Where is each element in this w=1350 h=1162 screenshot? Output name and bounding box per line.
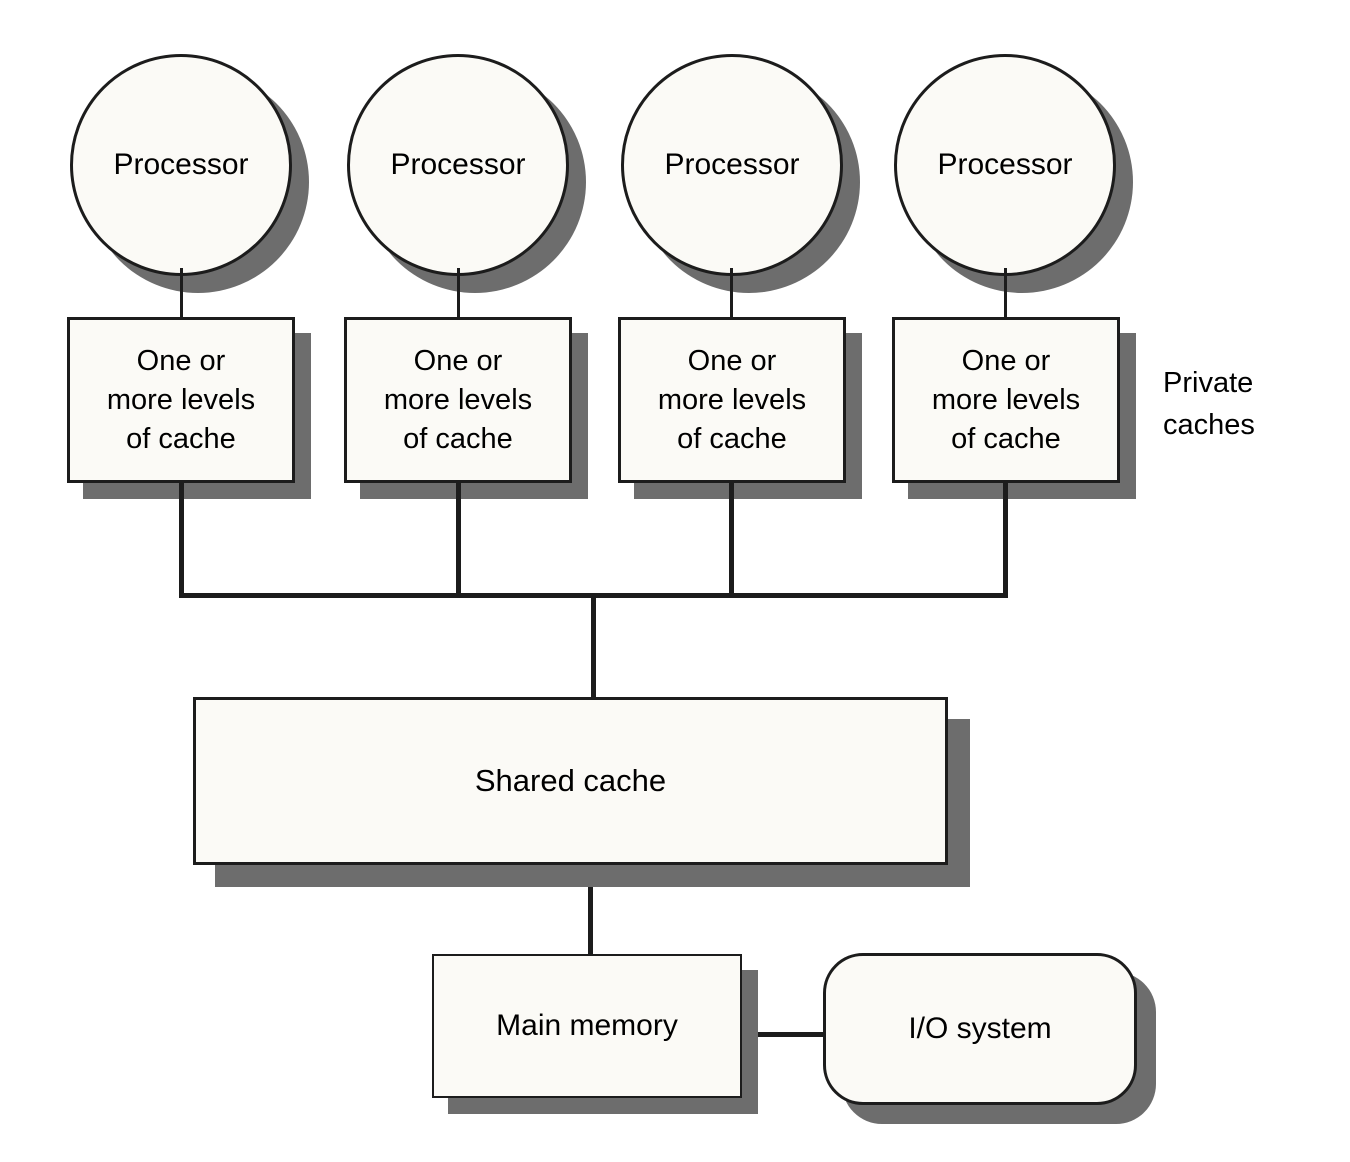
io-system-node: I/O system [823, 953, 1137, 1105]
private-cache-node-3: One or more levels of cache [618, 317, 846, 483]
edge-processor3-cache3 [730, 268, 733, 319]
processor-label: Processor [664, 148, 800, 181]
edge-cache4-bus [1003, 480, 1008, 597]
main-memory-node: Main memory [432, 954, 742, 1098]
private-cache-node-2: One or more levels of cache [344, 317, 572, 483]
private-cache-label: One or more levels of cache [931, 344, 1081, 455]
processor-node-2: Processor [347, 54, 569, 276]
processor-node-4: Processor [894, 54, 1116, 276]
processor-label: Processor [390, 148, 526, 181]
shared-cache-label: Shared cache [474, 763, 667, 798]
private-cache-node-4: One or more levels of cache [892, 317, 1120, 483]
edge-bus-to-shared-cache [591, 595, 596, 699]
edge-processor2-cache2 [457, 268, 460, 319]
private-cache-label: One or more levels of cache [106, 344, 256, 455]
private-cache-label: One or more levels of cache [383, 344, 533, 455]
edge-cache2-bus [456, 480, 461, 597]
edge-main-memory-to-io-system [740, 1032, 824, 1037]
shared-cache-node: Shared cache [193, 697, 948, 865]
private-cache-node-1: One or more levels of cache [67, 317, 295, 483]
main-memory-label: Main memory [496, 1009, 678, 1042]
private-caches-annotation: Private caches [1163, 367, 1255, 441]
edge-processor4-cache4 [1004, 268, 1007, 319]
processor-label: Processor [113, 148, 249, 181]
private-cache-label: One or more levels of cache [657, 344, 807, 455]
io-system-label: I/O system [908, 1012, 1052, 1045]
edge-cache1-bus [179, 480, 184, 597]
processor-node-1: Processor [70, 54, 292, 276]
processor-label: Processor [937, 148, 1073, 181]
edge-processor1-cache1 [180, 268, 183, 319]
processor-node-3: Processor [621, 54, 843, 276]
edge-shared-cache-to-main-memory [588, 858, 593, 956]
edge-cache3-bus [729, 480, 734, 597]
